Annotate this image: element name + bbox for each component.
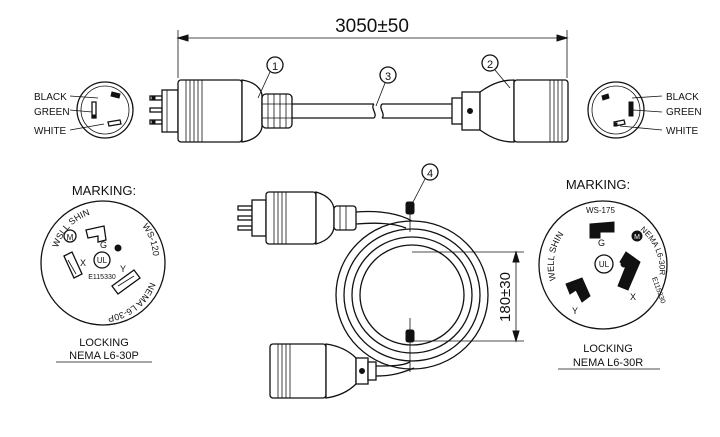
receptacle-pin-g: G xyxy=(598,238,605,248)
plug-black-label: BLACK xyxy=(34,92,67,103)
receptacle-m-mark: M xyxy=(634,234,640,241)
plug-cert-mark: UL xyxy=(97,256,108,265)
svg-text:3: 3 xyxy=(385,71,391,83)
receptacle-black-label: BLACK xyxy=(666,92,699,103)
receptacle-pin-x: X xyxy=(630,292,636,302)
plug-pin-x: X xyxy=(80,258,86,268)
length-dimension-text: 3050±50 xyxy=(335,16,409,37)
receptacle-caption-locking: LOCKING xyxy=(583,343,633,355)
receptacle-pin-y: Y xyxy=(572,306,578,316)
receptacle-green-label: GREEN xyxy=(666,107,702,118)
plug-caption-nema: NEMA L6-30P xyxy=(69,350,139,362)
plug-white-label: WHITE xyxy=(34,126,67,137)
coil-dimension-text: 180±30 xyxy=(497,272,514,322)
plug-face-view xyxy=(69,81,134,139)
svg-text:4: 4 xyxy=(427,168,433,180)
plug-green-label: GREEN xyxy=(34,107,70,118)
plug-pin-g: G xyxy=(100,240,107,250)
plug-m-mark: M xyxy=(67,233,74,242)
svg-text:1: 1 xyxy=(272,61,278,73)
plug-pin-y: Y xyxy=(120,264,126,274)
plug-side-view xyxy=(149,79,293,143)
plug-file-number: E115330 xyxy=(88,274,116,281)
connector-side-view xyxy=(451,79,569,143)
receptacle-white-label: WHITE xyxy=(666,126,699,137)
length-dimension: 3050±50 xyxy=(176,16,569,78)
receptacle-model-text: WS-175 xyxy=(586,206,615,215)
cord-side-view xyxy=(292,103,452,119)
plug-caption-locking: LOCKING xyxy=(79,337,129,349)
plug-marking-heading: MARKING: xyxy=(72,183,136,198)
callout-3: 3 xyxy=(375,66,397,107)
callout-2: 2 xyxy=(481,54,511,89)
callout-4: 4 xyxy=(411,163,439,205)
receptacle-face-view xyxy=(587,81,663,139)
plug-marking-face: WSLL SHIN WS-120 NEMA L6-30P G X Y M UL … xyxy=(40,200,166,326)
coil-dimension: 180±30 xyxy=(412,250,524,343)
callout-1: 1 xyxy=(257,56,284,99)
receptacle-marking-face: WELL SHIN NEMA L6-30R WS-175 G X Y M UL … xyxy=(538,200,668,330)
coiled-cord-view xyxy=(237,191,489,399)
receptacle-cert-mark: UL xyxy=(599,260,610,269)
receptacle-marking-heading: MARKING: xyxy=(566,177,630,192)
svg-text:2: 2 xyxy=(487,59,493,71)
receptacle-caption-nema: NEMA L6-30R xyxy=(573,357,643,369)
